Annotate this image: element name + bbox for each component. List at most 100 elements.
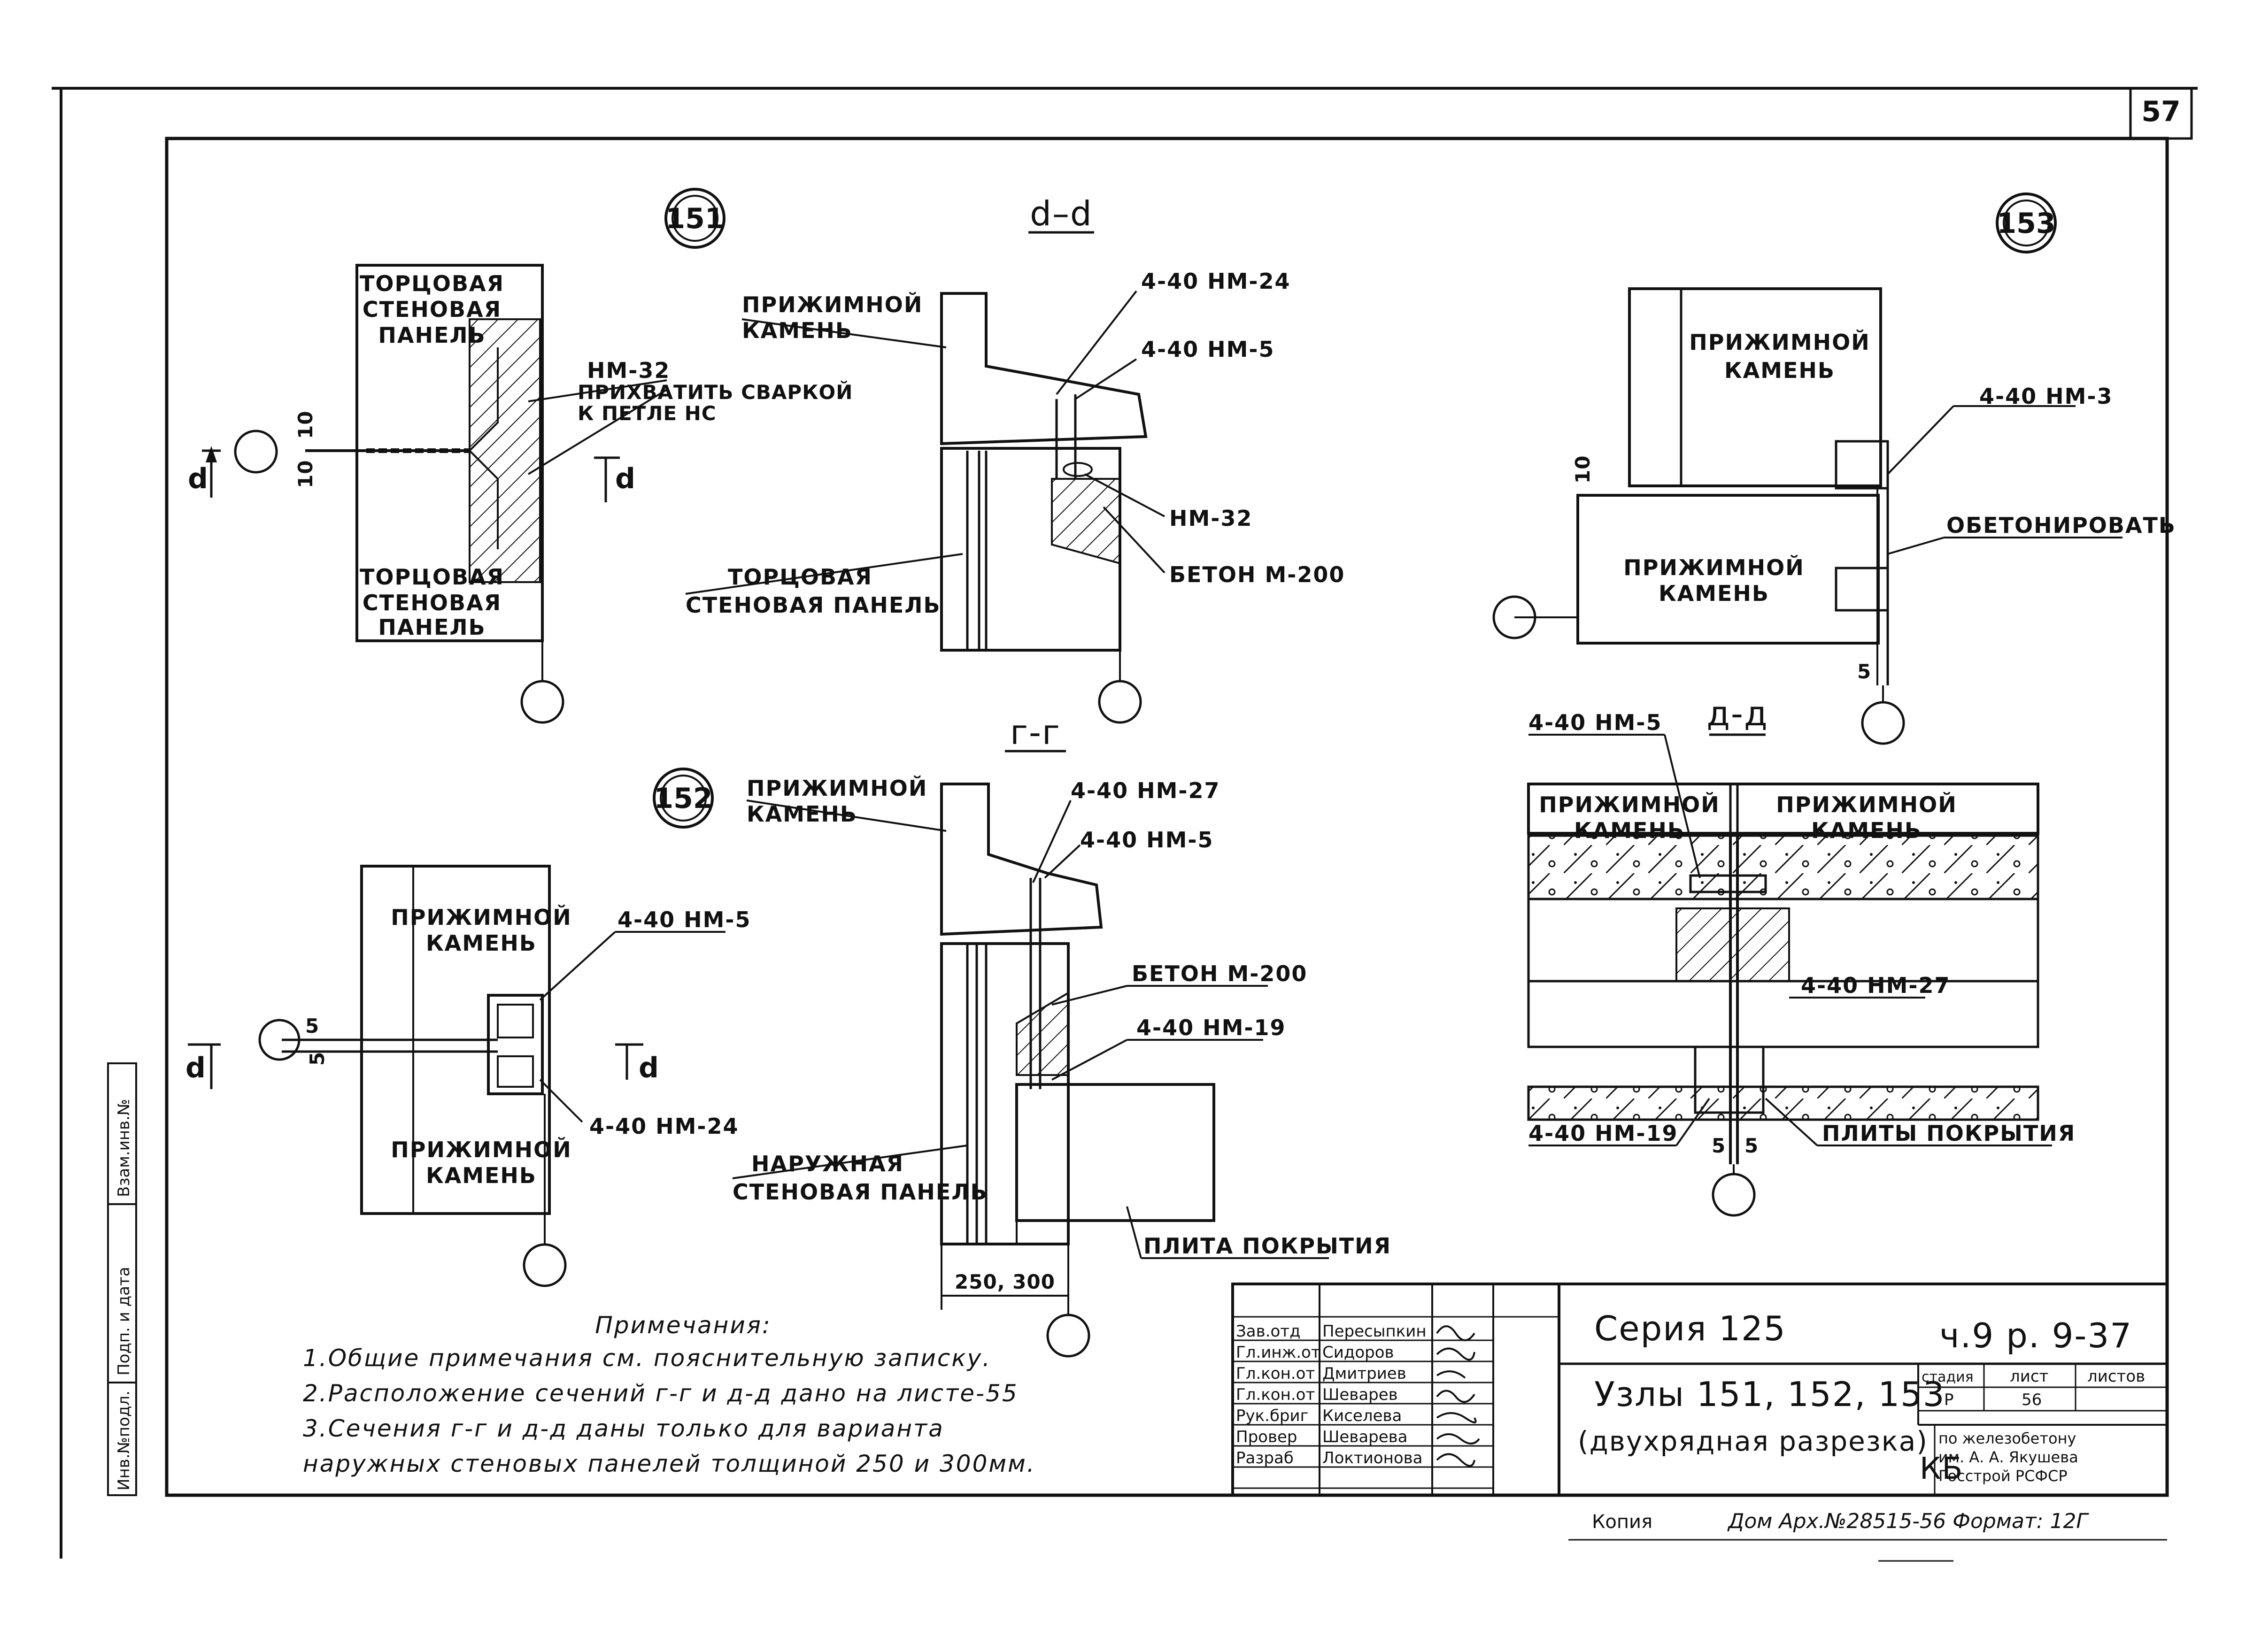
staff-name-3: Шеварев xyxy=(1322,1385,1398,1404)
org-mark: КБ xyxy=(1920,1452,1963,1486)
staff-role-2: Гл.кон.от xyxy=(1236,1364,1315,1383)
gg-c2: 4-40 НМ-5 xyxy=(1080,827,1214,853)
sheets-head: листов xyxy=(2087,1367,2145,1386)
dd2-c3: 4-40 НМ-19 xyxy=(1528,1121,1678,1146)
dd1-stone-1: ПРИЖИМНОЙ xyxy=(742,292,923,317)
dd1-c4: БЕТОН М-200 xyxy=(1169,562,1345,587)
n152-section-mark-right: d xyxy=(639,1052,659,1084)
n151-lower-1: ТОРЦОВАЯ xyxy=(360,564,504,590)
n151-section-mark-right: d xyxy=(615,462,635,495)
section-gg-title: г-г xyxy=(1010,713,1061,752)
staff-name-2: Дмитриев xyxy=(1322,1364,1406,1383)
node-151-number: 151 xyxy=(665,202,724,235)
section-dd-lower: д-д 4-40 НМ-5 ПРИЖИМНОЙ КАМЕНЬ ПРИЖИМНОЙ… xyxy=(1527,694,2076,1217)
notes-heading: Примечания: xyxy=(595,1312,772,1339)
gg-c1: 4-40 НМ-27 xyxy=(1071,778,1220,803)
note-1: 1.Общие примечания см. пояснительную зап… xyxy=(303,1345,991,1372)
dd2-c2: 4-40 НМ-27 xyxy=(1801,973,1951,998)
n153-upper-1: ПРИЖИМНОЙ xyxy=(1689,330,1870,355)
page-number: 57 xyxy=(2141,95,2181,128)
n152-section-mark-left: d xyxy=(185,1052,206,1084)
n152-c2: 4-40 НМ-24 xyxy=(589,1114,739,1139)
org-line-3: Госстрой РСФСР xyxy=(1938,1467,2068,1485)
copy-label: Копия xyxy=(1592,1511,1652,1533)
staff-name-0: Пересыпкин xyxy=(1322,1322,1427,1341)
n153-upper-2: КАМЕНЬ xyxy=(1724,358,1835,383)
staff-name-6: Локтионова xyxy=(1322,1449,1423,1468)
n151-dim-1: 10 xyxy=(294,411,317,439)
n151-lower-2: СТЕНОВАЯ xyxy=(363,590,502,615)
dd1-c2: 4-40 НМ-5 xyxy=(1141,337,1275,362)
part-label: ч.9 р. 9-37 xyxy=(1939,1316,2132,1355)
n152-dim-2: 5 xyxy=(306,1052,329,1066)
staff-name-5: Шеварева xyxy=(1322,1428,1408,1446)
series-label: Серия 125 xyxy=(1594,1309,1786,1348)
note-2: 2.Расположение сечений г-г и д-д дано на… xyxy=(303,1380,1019,1407)
dd2-right-stone-1: ПРИЖИМНОЙ xyxy=(1776,792,1957,817)
n151-callout-2: ПРИХВАТИТЬ СВАРКОЙ xyxy=(578,380,853,404)
dd1-c3: НМ-32 xyxy=(1169,506,1252,531)
gg-panel-2: СТЕНОВАЯ ПАНЕЛЬ xyxy=(733,1179,988,1205)
n152-lower-1: ПРИЖИМНОЙ xyxy=(391,1137,571,1162)
staff-name-1: Сидоров xyxy=(1322,1343,1394,1362)
n153-lower-1: ПРИЖИМНОЙ xyxy=(1623,555,1804,580)
side-stamp: Инв.№подл. Подп. и дата Взам.инв.№ xyxy=(107,1062,137,1496)
org-line-1: по железобетону xyxy=(1938,1429,2076,1447)
gg-stone-1: ПРИЖИМНОЙ xyxy=(747,776,927,801)
staff-role-4: Рук.бриг xyxy=(1236,1406,1308,1425)
node-153-number: 153 xyxy=(1997,207,2055,240)
dd2-dim-2: 5 xyxy=(1744,1134,1759,1157)
gg-c4: 4-40 НМ-19 xyxy=(1136,1015,1286,1040)
staff-rows: Зав.отд Пересыпкин Гл.инж.от Сидоров Гл.… xyxy=(1233,1322,1493,1489)
sheet-value: 56 xyxy=(2022,1391,2042,1409)
note-4: наружных стеновых панелей толщиной 250 и… xyxy=(303,1450,1036,1477)
n151-callout-1: НМ-32 xyxy=(587,358,670,383)
section-dd2-title: д-д xyxy=(1706,694,1768,733)
n151-upper-2: СТЕНОВАЯ xyxy=(363,297,502,322)
n151-upper-1: ТОРЦОВАЯ xyxy=(360,271,504,296)
n151-section-mark-left: d xyxy=(188,462,208,495)
n151-dim-2: 10 xyxy=(294,460,317,488)
n153-c2: ОБЕТОНИРОВАТЬ xyxy=(1946,513,2176,538)
sheet-frame: 57 xyxy=(52,87,2198,1559)
n152-lower-2: КАМЕНЬ xyxy=(426,1163,537,1188)
gg-dims: 250, 300 xyxy=(955,1270,1055,1293)
dd1-c1: 4-40 НМ-24 xyxy=(1141,269,1291,294)
stamp-cell-2: Подп. и дата xyxy=(115,1267,133,1375)
n152-upper-2: КАМЕНЬ xyxy=(426,930,537,956)
n153-dim1: 10 xyxy=(1571,455,1594,484)
section-dd-upper: d–d ПРИЖИМНОЙ КАМЕНЬ ТОРЦОВАЯ СТЕНОВАЯ П… xyxy=(685,194,1345,724)
dd2-right-stone-2: КАМЕНЬ xyxy=(1811,818,1922,843)
gg-stone-2: КАМЕНЬ xyxy=(747,801,857,827)
dd2-c4: ПЛИТЫ ПОКРЫТИЯ xyxy=(1822,1121,2076,1146)
n152-upper-1: ПРИЖИМНОЙ xyxy=(391,905,571,930)
node-152-number: 152 xyxy=(654,782,712,815)
node-152: 152 ПРИЖИМНОЙ КАМЕНЬ ПРИЖИМНОЙ КАМЕНЬ 4-… xyxy=(185,768,750,1287)
n153-lower-2: КАМЕНЬ xyxy=(1659,581,1769,606)
n153-dim2: 5 xyxy=(1857,660,1871,683)
dd2-dim-1: 5 xyxy=(1712,1134,1726,1157)
gg-c3: БЕТОН М-200 xyxy=(1132,961,1307,986)
dd2-c1: 4-40 НМ-5 xyxy=(1528,710,1662,735)
drawing-title-1: Узлы 151, 152, 153 xyxy=(1594,1375,1945,1414)
staff-role-6: Разраб xyxy=(1236,1449,1294,1468)
n151-callout-3: К ПЕТЛЕ НС xyxy=(578,402,717,425)
dd1-panel-2: СТЕНОВАЯ ПАНЕЛЬ xyxy=(686,592,941,618)
node-151: 151 ТОРЦОВАЯ СТЕНОВАЯ ПАНЕЛЬ ТОРЦОВАЯ СТ… xyxy=(188,188,853,724)
node-153: 153 ПРИЖИМНОЙ КАМЕНЬ ПРИЖИМНОЙ КАМЕНЬ 4-… xyxy=(1492,192,2176,745)
section-gg: г-г ПРИЖИМНОЙ КАМЕНЬ 4-40 НМ-27 4-40 НМ-… xyxy=(732,713,1390,1358)
stage-head: стадия xyxy=(1922,1369,1974,1385)
n151-lower-3: ПАНЕЛЬ xyxy=(378,615,486,640)
sheet-head: лист xyxy=(2010,1367,2048,1386)
section-dd-title: d–d xyxy=(1030,194,1092,233)
note-3: 3.Сечения г-г и д-д даны только для вари… xyxy=(303,1415,944,1442)
n153-c1: 4-40 НМ-3 xyxy=(1979,384,2113,409)
title-block: Зав.отд Пересыпкин Гл.инж.от Сидоров Гл.… xyxy=(1231,1283,2169,1562)
stamp-cell-3: Взам.инв.№ xyxy=(115,1099,133,1197)
stamp-cell-1: Инв.№подл. xyxy=(115,1391,133,1491)
stage-value: Р xyxy=(1944,1391,1954,1409)
staff-role-5: Провер xyxy=(1236,1428,1297,1446)
dd1-stone-2: КАМЕНЬ xyxy=(742,318,853,343)
